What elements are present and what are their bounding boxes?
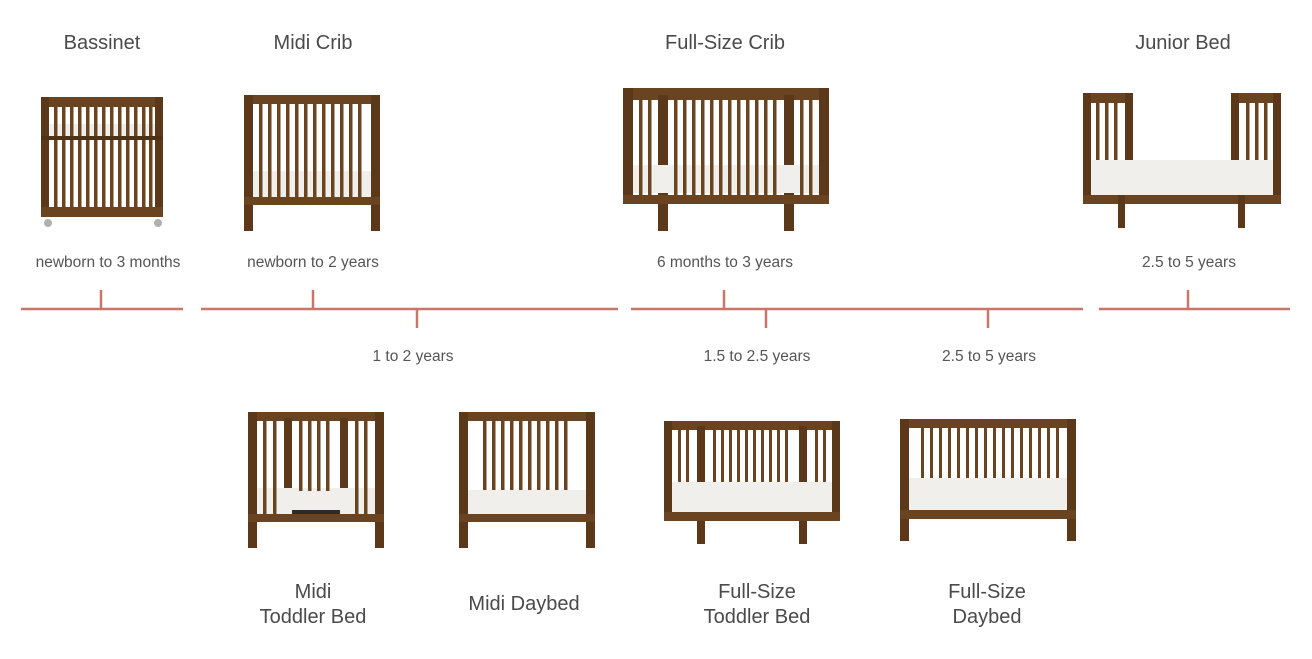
- age-label-bassinet: newborn to 3 months: [35, 254, 181, 271]
- stage-title-full-size-toddler-bed-line2: Toddler Bed: [703, 606, 811, 628]
- age-label-full-size-daybed: 2.5 to 5 years: [942, 348, 1036, 365]
- full-size-toddler-bed-icon: [664, 421, 840, 544]
- stage-title-full-size-daybed: Full-Size Daybed: [877, 580, 1097, 630]
- age-label-midi-conversions: 1 to 2 years: [372, 348, 454, 365]
- stage-title-full-size-daybed-line1: Full-Size: [948, 581, 1026, 603]
- stage-title-midi-toddler-bed-line2: Toddler Bed: [259, 606, 367, 628]
- midi-crib-icon: [244, 95, 380, 231]
- bassinet-icon: [41, 97, 163, 227]
- stage-title-midi-toddler-bed: Midi Toddler Bed: [203, 580, 423, 630]
- stage-title-full-size-toddler-bed: Full-Size Toddler Bed: [647, 580, 867, 630]
- full-size-crib-icon: [623, 88, 829, 231]
- stage-title-full-size-crib: Full-Size Crib: [664, 32, 786, 54]
- stage-title-full-size-toddler-bed-line1: Full-Size: [718, 581, 796, 603]
- stage-title-midi-toddler-bed-line1: Midi: [294, 581, 332, 603]
- stage-title-bassinet: Bassinet: [63, 32, 141, 54]
- stage-title-midi-crib: Midi Crib: [273, 32, 353, 54]
- stage-title-midi-daybed: Midi Daybed: [414, 592, 634, 617]
- full-size-daybed-icon: [900, 419, 1076, 541]
- age-label-junior-bed: 2.5 to 5 years: [1142, 254, 1236, 271]
- stage-title-midi-daybed-line1: Midi Daybed: [468, 593, 580, 615]
- junior-bed-icon: [1083, 93, 1281, 228]
- age-label-full-size-toddler: 1.5 to 2.5 years: [703, 348, 811, 365]
- age-label-midi-crib: newborn to 2 years: [247, 254, 379, 271]
- stage-title-junior-bed: Junior Bed: [1135, 32, 1231, 54]
- midi-toddler-bed-icon: [248, 412, 384, 548]
- midi-daybed-icon: [459, 412, 595, 548]
- stage-title-full-size-daybed-line2: Daybed: [952, 606, 1022, 628]
- age-label-full-size-crib: 6 months to 3 years: [656, 254, 794, 271]
